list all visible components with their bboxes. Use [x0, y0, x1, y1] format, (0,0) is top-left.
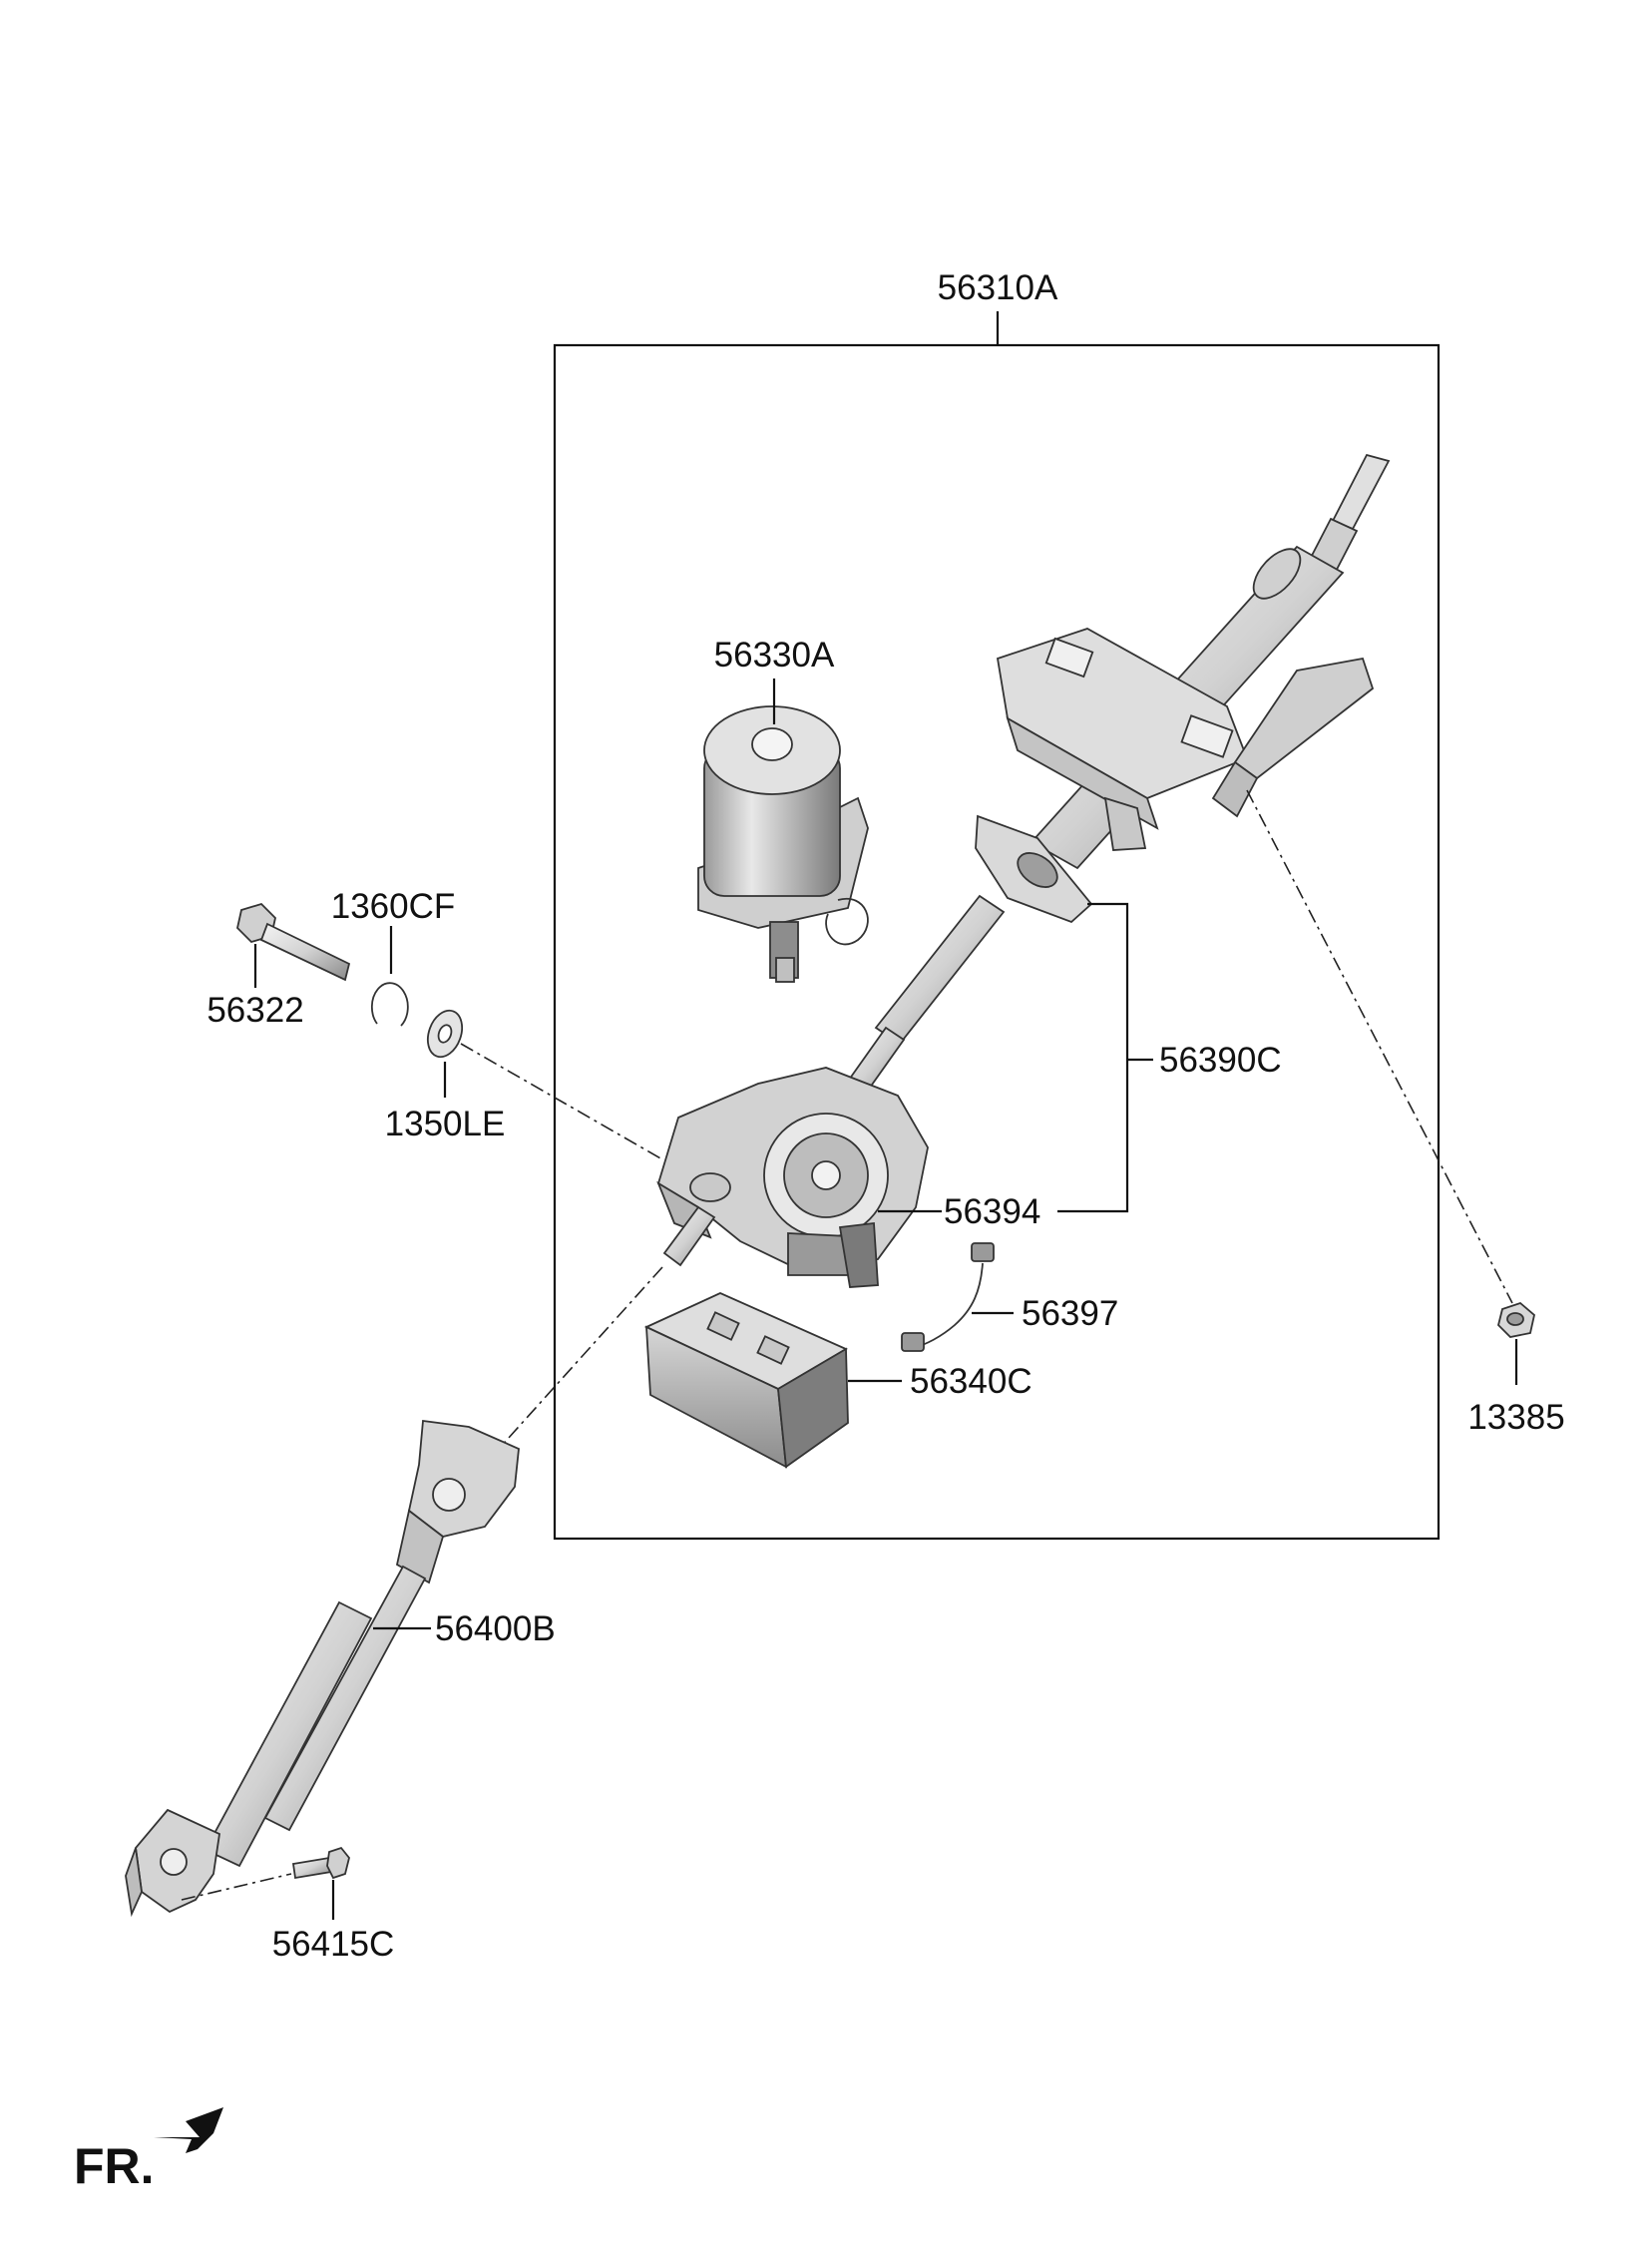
nut-label: 13385 — [1467, 1398, 1564, 1437]
front-direction-label: FR. — [74, 2138, 155, 2194]
motor — [697, 705, 869, 983]
ecu-label: 56340C — [910, 1362, 1032, 1401]
bolt — [236, 902, 351, 982]
c-washer — [370, 982, 409, 1027]
gear-housing-label: 56394 — [944, 1192, 1040, 1231]
gear-set-label: 56390C — [1159, 1041, 1282, 1080]
front-arrow-icon — [154, 2107, 223, 2153]
bolt-label: 56322 — [206, 991, 303, 1030]
joint-dash — [498, 1266, 663, 1450]
joint-bolt — [291, 1846, 350, 1880]
washer — [426, 1009, 464, 1059]
c-washer-label: 1360CF — [331, 887, 456, 926]
assembly-label: 56310A — [938, 268, 1058, 307]
washer-dash — [460, 1043, 663, 1160]
joint-shaft — [125, 1419, 520, 1918]
joint-bolt-label: 56415C — [272, 1925, 395, 1964]
front-direction-indicator: FR. — [74, 2107, 223, 2194]
steering-column — [975, 453, 1391, 924]
sensor-harness-label: 56397 — [1022, 1294, 1118, 1333]
ecu — [643, 1292, 849, 1469]
washer-label: 1350LE — [385, 1105, 506, 1143]
joint-shaft-label: 56400B — [435, 1609, 556, 1648]
sensor-harness — [901, 1242, 995, 1352]
gear-housing — [656, 1067, 929, 1288]
nut-dash — [1246, 789, 1513, 1304]
motor-label: 56330A — [714, 636, 835, 675]
nut — [1497, 1301, 1535, 1338]
joint-bolt-dash — [181, 1873, 292, 1901]
gear-set-leader — [1057, 902, 1129, 1213]
